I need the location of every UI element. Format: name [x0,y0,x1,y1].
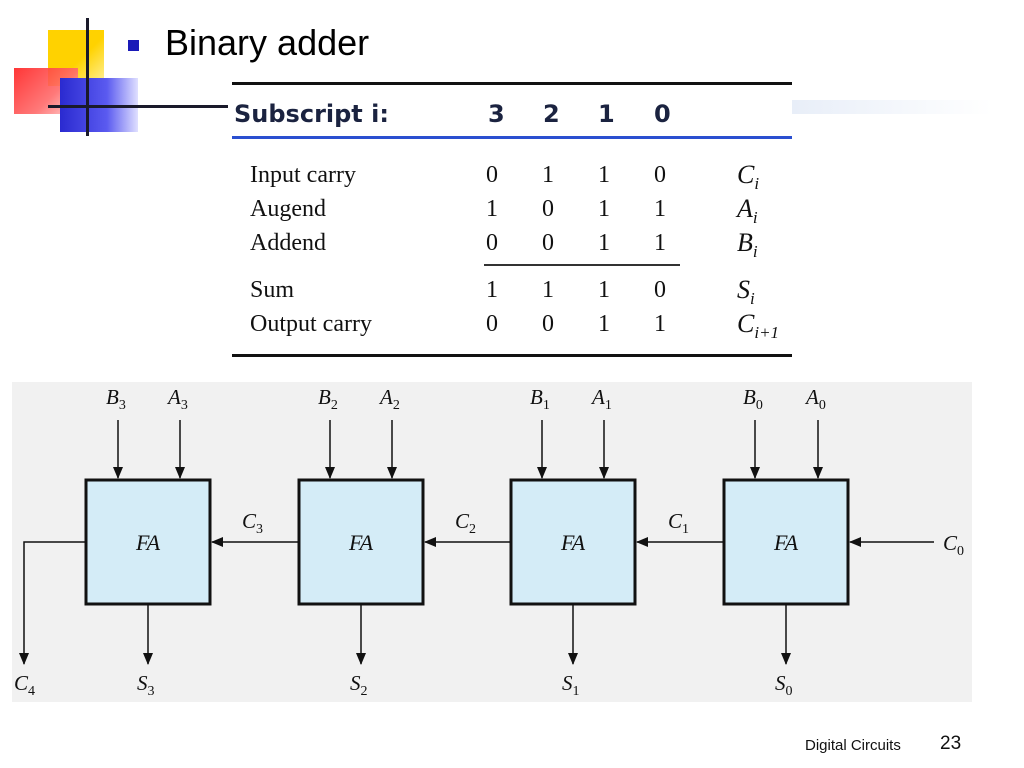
full-adder-block [509,478,637,606]
horizontal-rule-decoration [48,105,228,108]
bit-cell: 1 [598,162,610,188]
full-adder-block [297,478,425,606]
input-b-label: B3 [106,385,126,413]
full-adder-label: FA [773,530,799,555]
bit-cell: 0 [542,196,554,222]
table-header-fade [792,100,992,114]
input-a-label: A3 [166,385,188,413]
input-a-label: A1 [590,385,612,413]
bit-cell: 1 [542,277,554,303]
table-header-label: Subscript i: [234,100,389,128]
table-header-rule [232,136,792,139]
input-a-label: A2 [378,385,400,413]
table-header-index: 1 [598,100,615,128]
row-label: Output carry [250,311,372,337]
bit-cell: 0 [542,230,554,256]
carry-label: C3 [242,509,263,537]
ripple-carry-adder-diagram: FA B3 A3 S3 FA B2 A2 S2 FA B1 A1 S1 FA B… [12,382,972,702]
bit-cell: 1 [598,196,610,222]
bit-cell: 0 [654,162,666,188]
slide-logo-decoration [0,0,228,140]
bit-cell: 1 [486,196,498,222]
page-number: 23 [940,733,962,754]
bit-cell: 1 [598,311,610,337]
bit-cell: 1 [654,196,666,222]
carry-in-label: C0 [943,531,964,559]
bit-cell: 0 [542,311,554,337]
adder-svg: FA B3 A3 S3 FA B2 A2 S2 FA B1 A1 S1 FA B… [14,385,964,699]
footer-course-title: Digital Circuits [805,737,901,754]
sum-output-label: S3 [137,671,155,699]
carry-out-label: C4 [14,671,35,699]
bit-cell: 1 [598,230,610,256]
full-adder-block [722,478,850,606]
input-b-label: B2 [318,385,338,413]
table-bottom-rule [232,354,792,357]
bit-cell: 1 [542,162,554,188]
row-symbol: Bi [737,228,758,262]
bit-cell: 1 [598,277,610,303]
sum-output-label: S0 [775,671,793,699]
row-symbol: Si [737,275,755,309]
table-header-index: 2 [543,100,560,128]
bit-cell: 0 [654,277,666,303]
addition-table: Subscript i: 3 2 1 0 Input carry 0 1 1 0… [232,82,992,360]
title-bullet-icon [128,40,139,51]
carry-label: C2 [455,509,476,537]
sum-output-label: S2 [350,671,368,699]
row-label: Input carry [250,162,356,188]
full-adder-label: FA [348,530,374,555]
vertical-rule-decoration [86,18,89,136]
row-label: Addend [250,230,326,256]
bit-cell: 1 [486,277,498,303]
bit-cell: 0 [486,162,498,188]
bit-cell: 0 [486,230,498,256]
bit-cell: 1 [654,311,666,337]
sum-output-label: S1 [562,671,580,699]
carry-label: C1 [668,509,689,537]
input-b-label: B0 [743,385,763,413]
bit-cell: 1 [654,230,666,256]
full-adder-label: FA [135,530,161,555]
row-symbol: Ci [737,160,760,194]
row-symbol: Ai [737,194,758,228]
row-label: Augend [250,196,326,222]
table-header-index: 0 [654,100,671,128]
sum-divider-rule [484,264,680,266]
row-symbol: Ci+1 [737,309,780,343]
bit-cell: 0 [486,311,498,337]
full-adder-block [84,478,212,606]
full-adder-label: FA [560,530,586,555]
carry-out-arrow [19,541,86,665]
input-b-label: B1 [530,385,550,413]
input-a-label: A0 [804,385,826,413]
table-header-index: 3 [488,100,505,128]
row-label: Sum [250,277,295,303]
table-top-rule [232,82,792,85]
slide-title: Binary adder [165,22,370,63]
